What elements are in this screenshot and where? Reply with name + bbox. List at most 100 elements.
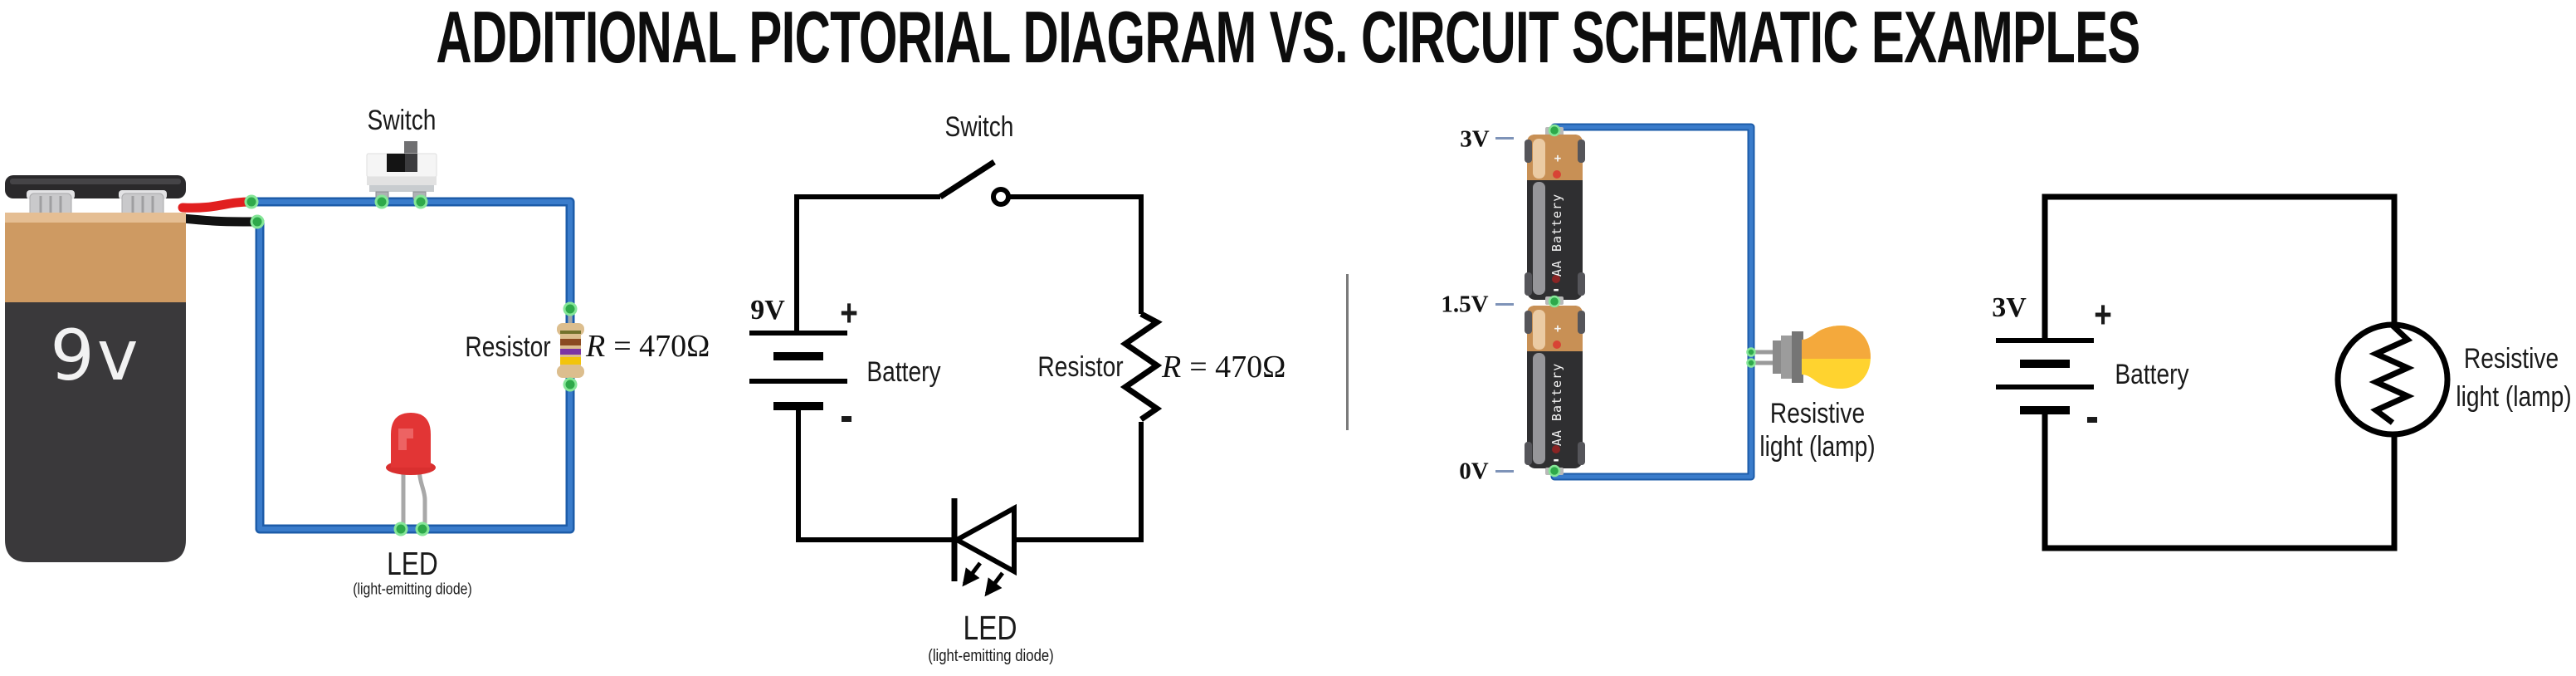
switch-base-top (367, 177, 437, 185)
wire (2042, 193, 2398, 339)
battery-9v-pictorial (5, 175, 186, 562)
led-highlight (398, 429, 413, 450)
aa-gray-stripe (1533, 182, 1545, 295)
led-leg (417, 464, 427, 528)
switch-knob-side (405, 154, 417, 172)
led-dome (391, 413, 431, 468)
lamp-socket (1781, 336, 1792, 379)
aa-battery-print: AA Battery (1549, 362, 1564, 447)
section-divider (1346, 274, 1349, 430)
voltage-tick-label: 1.5V (1441, 291, 1489, 318)
plus-sign: + (840, 291, 858, 334)
switch-terminal (991, 187, 1011, 207)
switch-lever (939, 159, 996, 199)
resistor-label: Resistor (1037, 350, 1124, 383)
switch-stem (404, 141, 417, 155)
resistance-eq: = 470Ω (613, 329, 710, 364)
wire (1009, 194, 1144, 314)
blue-wire (1552, 125, 1754, 479)
aa-plus-dot (1553, 340, 1561, 349)
blue-wire (249, 199, 573, 531)
wire-connectors (1548, 124, 1756, 478)
battery-tan-highlight (5, 213, 186, 223)
lamp-zigzag (2369, 323, 2415, 425)
aa-tan-highlight (1533, 310, 1545, 350)
voltage-tick-label: 3V (1460, 125, 1490, 153)
voltage-tick (1495, 137, 1514, 140)
wire (1014, 422, 1144, 542)
led-sublabel: (light-emitting diode) (353, 580, 472, 598)
lamp-label-line1: Resistive (1769, 396, 1866, 429)
lamp-label-line2: light (lamp) (2456, 380, 2572, 413)
blue-wire-outline (246, 197, 575, 534)
black-wire (178, 213, 259, 227)
led-label: LED (387, 545, 438, 582)
resistor-band-olive (560, 331, 581, 334)
plus-sign: + (2094, 293, 2112, 336)
aa-gray-stripe (1533, 353, 1545, 464)
led-label: LED (963, 610, 1017, 648)
switch-label: Switch (944, 110, 1014, 143)
resistor-band-yellow (560, 357, 581, 365)
lamp-collar (1792, 331, 1803, 383)
lamp-circle (2334, 321, 2451, 438)
lamp-label-line1: Resistive (2463, 341, 2559, 375)
resistance-value: R= 470Ω (586, 331, 710, 362)
lamp-bulb-shade (1802, 325, 1871, 359)
battery-voltage-label: 3V (1992, 292, 2027, 323)
resistor-band-brown (560, 339, 581, 345)
aa-minus-sign: - (1551, 281, 1561, 299)
lamp-plug (1773, 340, 1781, 374)
minus-sign: - (2086, 389, 2099, 443)
battery-label: Battery (2115, 357, 2189, 390)
aa-plus-dot (1553, 170, 1561, 179)
aa-minus-dot (1552, 275, 1560, 283)
wire (796, 406, 952, 542)
resistor-label: Resistor (465, 330, 551, 363)
red-wire (178, 197, 256, 213)
battery-label: Battery (866, 355, 941, 388)
led-emission-arrow (962, 561, 982, 587)
switch-label: Switch (367, 103, 437, 136)
battery-terminal (119, 190, 167, 219)
page-title: ADDITIONAL PICTORIAL DIAGRAM VS. CIRCUIT… (436, 0, 2140, 78)
resistance-symbol: R (586, 329, 606, 364)
wire (794, 194, 940, 331)
minus-sign: - (840, 388, 853, 443)
pictorial-9v-circuit (5, 141, 584, 562)
battery-tan-band (5, 213, 186, 302)
aa-plus-sign: + (1554, 152, 1562, 165)
resistance-eq: = 470Ω (1189, 350, 1286, 385)
lamp-pictorial (1753, 325, 1871, 389)
voltage-tick (1495, 470, 1514, 473)
wire-connectors (244, 194, 578, 536)
led-sublabel: (light-emitting diode) (928, 646, 1054, 666)
led-pictorial (386, 413, 436, 528)
aa-tan-highlight (1533, 139, 1545, 179)
lamp-label-line2: light (lamp) (1759, 429, 1876, 463)
schematic-9v-circuit (749, 159, 1163, 597)
resistor-pictorial (557, 306, 584, 388)
voltage-tick-label: 0V (1459, 458, 1489, 485)
switch-pictorial (366, 141, 437, 203)
blue-wire-outline (1550, 123, 1755, 481)
battery-cap-highlight (10, 179, 181, 184)
resistor-zigzag (1120, 311, 1163, 422)
voltage-tick (1495, 303, 1514, 306)
aa-minus-dot (1552, 445, 1560, 453)
resistance-symbol: R (1162, 350, 1182, 385)
battery-voltage-label: 9V (750, 295, 785, 326)
battery-voltage-print: 9v (50, 315, 141, 396)
resistance-value: R= 470Ω (1162, 351, 1286, 383)
pictorial-aa-lamp-circuit (1525, 123, 1871, 481)
aa-battery-print: AA Battery (1549, 193, 1564, 277)
switch-base (369, 185, 434, 192)
led-emission-arrow (984, 571, 1004, 597)
wire (2042, 410, 2398, 551)
led-triangle (951, 503, 1017, 576)
aa-minus-sign: - (1551, 451, 1561, 469)
aa-plus-sign: + (1554, 322, 1562, 336)
resistor-band-violet (560, 349, 581, 355)
